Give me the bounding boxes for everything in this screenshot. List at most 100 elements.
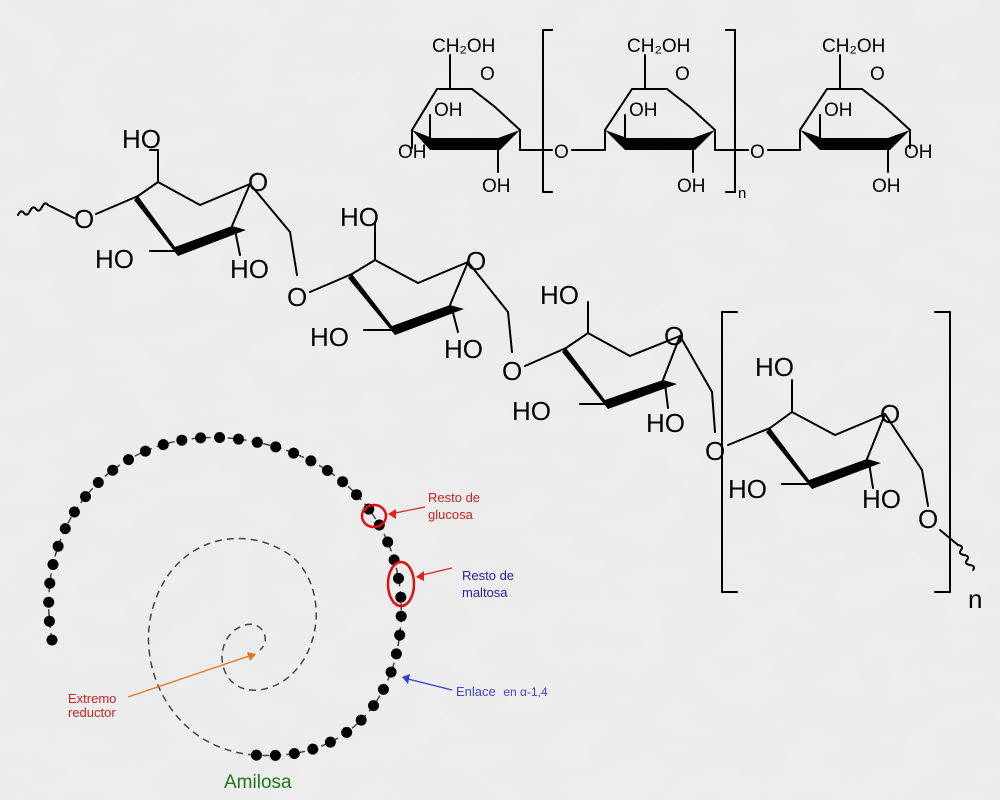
bond-arrow <box>403 677 453 691</box>
alpha-bond-label: Enlace en α-1,4 <box>456 684 548 699</box>
hydroxyl-label: HO <box>755 352 794 382</box>
glucose-residue-highlight <box>360 503 388 529</box>
amylose-helix-model: Resto de glucosa Resto de maltosa Enlace… <box>43 432 548 793</box>
glucose-bead <box>123 454 134 466</box>
ring-oxygen-label: O <box>248 167 268 197</box>
hydroxymethyl-label: CH₂OH <box>432 36 495 57</box>
glucose-bead <box>59 523 71 535</box>
glucose-bead <box>307 743 319 755</box>
glucose-bead <box>377 683 389 695</box>
hydroxyl-label: HO <box>728 474 767 504</box>
helix-backbone-inner <box>147 537 317 756</box>
chair-glucose-residue-2: HO O HO HO <box>309 202 513 364</box>
glucose-bead <box>233 433 244 445</box>
bridge-oxygen-label: O <box>502 356 522 386</box>
glucose-bead <box>394 629 406 641</box>
glucose-bead <box>368 700 379 712</box>
glucose-bead <box>288 748 300 759</box>
glucose-bead <box>176 434 188 446</box>
maltose-residue-label: Resto de maltosa <box>462 568 518 600</box>
hydroxyl-label: OH <box>629 100 658 121</box>
hydroxyl-label: HO <box>95 244 134 274</box>
glucose-bead <box>288 447 300 459</box>
hydroxyl-label: OH <box>398 142 427 163</box>
glucose-bead <box>52 540 64 552</box>
reducing-end-arrow <box>127 654 253 698</box>
chair-projection: O HO O HO HO O <box>17 124 982 614</box>
glucose-bead <box>337 476 349 488</box>
hydroxyl-label: HO <box>646 408 685 438</box>
glucose-bead <box>385 666 397 678</box>
glucose-bead <box>139 445 151 457</box>
hydroxyl-label: HO <box>122 124 161 154</box>
glucose-bead <box>46 634 58 646</box>
glucose-bead <box>390 648 402 660</box>
amylose-title: Amilosa <box>224 772 292 793</box>
glucose-bead <box>44 577 56 589</box>
glucose-bead <box>43 596 55 608</box>
ring-oxygen-label: O <box>880 399 900 429</box>
hydroxyl-label: OH <box>904 142 933 163</box>
haworth-glucose-residue-2: CH₂OH O OH OH <box>604 36 716 197</box>
glucose-bead <box>195 432 207 444</box>
hydroxymethyl-label: CH₂OH <box>627 36 690 57</box>
haworth-right-bracket <box>725 29 736 193</box>
bridge-oxygen-label: O <box>918 504 938 534</box>
glucose-bead <box>68 506 80 518</box>
chair-left-bracket <box>721 311 738 593</box>
hydroxyl-label: OH <box>824 100 853 121</box>
ring-oxygen-label: O <box>664 321 684 351</box>
hydroxyl-label: OH <box>677 176 706 197</box>
hydroxyl-label: HO <box>230 254 269 284</box>
glucose-bead <box>351 489 362 501</box>
ring-oxygen-label: O <box>466 246 486 276</box>
ring-oxygen-label: O <box>870 64 885 85</box>
glucose-bead <box>251 436 263 448</box>
hydroxyl-label: OH <box>434 100 463 121</box>
haworth-left-bracket <box>542 29 553 193</box>
glucose-bead <box>157 439 169 451</box>
glucose-bead <box>393 572 404 584</box>
bridge-oxygen-label: O <box>554 142 569 163</box>
hydroxyl-label: OH <box>872 176 901 197</box>
glucose-bead <box>382 536 394 548</box>
glucose-bead-chain <box>43 432 407 761</box>
glucose-residue-label: Resto de glucosa <box>428 490 484 522</box>
chair-glucose-residue-3: HO O HO HO <box>512 280 716 438</box>
hydroxyl-label: OH <box>482 176 511 197</box>
chair-glucose-residue-1: HO O HO HO <box>95 124 298 284</box>
glucose-bead <box>107 464 119 476</box>
glucose-bead <box>250 749 262 761</box>
haworth-glucose-residue-3: CH₂OH O OH OH OH <box>799 36 933 197</box>
bridge-oxygen-label: O <box>750 142 765 163</box>
glucose-bead <box>214 432 226 443</box>
hydroxyl-label: HO <box>310 322 349 352</box>
wavy-chain-start <box>17 202 49 216</box>
glucose-bead <box>355 714 367 726</box>
ring-oxygen-label: O <box>480 64 495 85</box>
glucose-bead <box>43 615 55 627</box>
reducing-end-label: Extremo reductor <box>68 691 120 720</box>
glucose-bead <box>47 559 59 570</box>
chair-repeat-n: n <box>968 584 982 614</box>
bridge-oxygen-label: O <box>74 204 94 234</box>
chair-glucose-residue-4: HO O HO HO O <box>727 352 938 534</box>
haworth-repeat-n: n <box>738 185 746 202</box>
bridge-oxygen-label: O <box>287 282 307 312</box>
glucose-bead <box>321 465 333 476</box>
wavy-chain-end <box>957 544 975 571</box>
maltose-residue-highlight <box>386 560 416 608</box>
chair-right-bracket <box>934 311 951 593</box>
glucose-bead <box>80 491 91 503</box>
glucose-bead <box>270 441 282 453</box>
ring-oxygen-label: O <box>675 64 690 85</box>
hydroxyl-label: HO <box>340 202 379 232</box>
hydroxyl-label: HO <box>540 280 579 310</box>
glucose-bead <box>395 610 407 622</box>
bridge-oxygen-label: O <box>705 436 725 466</box>
hydroxyl-label: HO <box>862 484 901 514</box>
glucose-bead <box>305 455 317 467</box>
hydroxyl-label: HO <box>444 334 483 364</box>
